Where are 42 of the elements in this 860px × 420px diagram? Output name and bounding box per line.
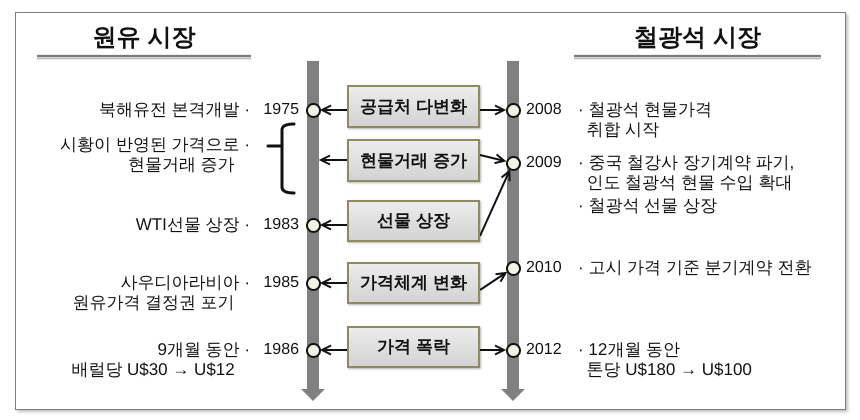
year-label: 1983 [263, 215, 299, 235]
box-text: 공급처 다변화 [360, 96, 467, 116]
event-box [347, 262, 480, 304]
year-label: 1985 [263, 273, 299, 293]
year-label: 1975 [263, 100, 299, 120]
event-note: 9개월 동안 · 배럴당 U$30 → U$12 [71, 340, 250, 380]
arrow [320, 154, 347, 166]
timeline-arrow [301, 61, 325, 401]
event-note: · 중국 철강사 장기계약 파기, 인도 철광석 현물 수입 확대 [578, 153, 794, 193]
box-text: 가격체계 변화 [360, 273, 467, 293]
event-note: · 철광석 선물 상장 [578, 196, 717, 216]
box-text: 현물거래 증가 [360, 150, 467, 170]
year-label: 2009 [526, 153, 562, 173]
event-box [347, 85, 480, 128]
event-note: · 철광석 현물가격 취합 시작 [578, 100, 712, 140]
arrow [479, 170, 511, 236]
year-label: 2008 [526, 100, 562, 120]
event-note: 북해유전 본격개발 · [98, 100, 250, 120]
arrow [480, 153, 506, 164]
arrow [480, 104, 505, 116]
timeline-arrow [501, 61, 525, 401]
event-note: 사우디아라비아 · 원유가격 결정권 포기 [72, 273, 250, 313]
bracket-note: 시황이 반영된 가격으로 · 현물거래 증가 [60, 135, 250, 175]
arrow [321, 220, 347, 230]
year-label: 2010 [526, 258, 562, 278]
event-note: WTI선물 상장 · [136, 215, 250, 235]
arrow [321, 104, 347, 116]
arrow [479, 272, 506, 291]
box-text: 가격 폭락 [377, 337, 450, 357]
event-note: · 12개월 동안 톤당 U$180 → U$100 [578, 340, 752, 380]
box-text: 선물 상장 [377, 211, 450, 231]
arrow [480, 344, 505, 356]
event-box [347, 326, 480, 368]
arrow [321, 344, 347, 356]
event-box [347, 139, 480, 182]
year-label: 2012 [526, 340, 562, 360]
section-heading: 원유 시장 [92, 23, 196, 53]
year-label: 1986 [263, 340, 299, 360]
event-note: · 고시 가격 기준 분기계약 전환 [578, 258, 812, 278]
arrow [321, 278, 347, 288]
section-heading: 철광석 시장 [633, 23, 762, 53]
event-box [347, 200, 480, 242]
